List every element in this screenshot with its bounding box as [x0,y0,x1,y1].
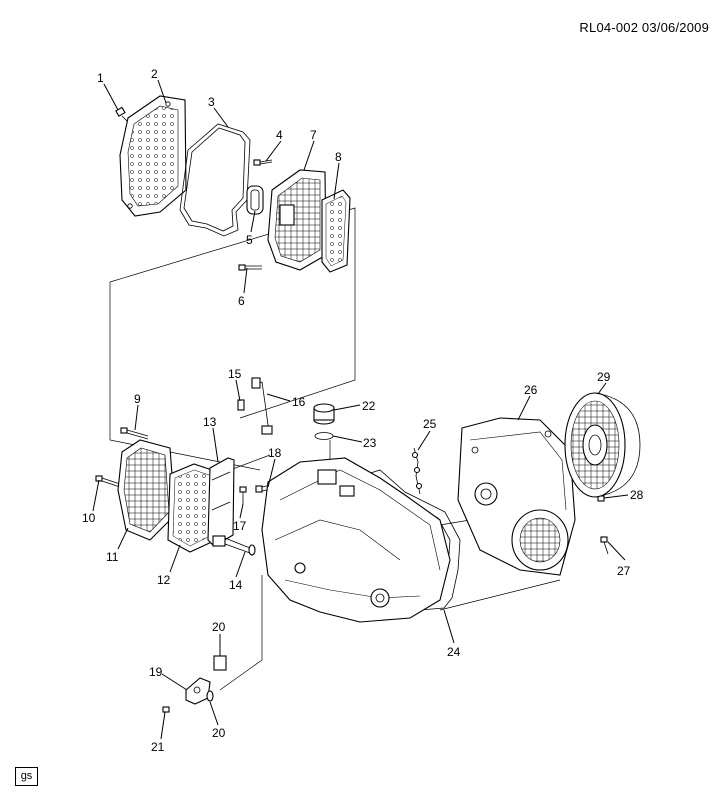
filter-part-22 [313,403,335,425]
valve-body-cover-part-2 [119,95,187,217]
callout-4: 4 [276,128,283,142]
callout-7: 7 [310,128,317,142]
callout-21: 21 [151,740,165,754]
callout-18: 18 [268,446,282,460]
control-valve-body-part-7 [267,169,327,271]
callout-22: 22 [362,399,376,413]
leader-lines [92,79,629,740]
bracket-part-13 [207,457,235,547]
callout-5: 5 [246,233,253,247]
cover-gasket-part-3 [179,123,251,237]
callout-11: 11 [106,550,119,564]
spacer-plate-part-12 [167,463,219,553]
seal-ring-part-23 [314,432,334,440]
bolt-part-4 [253,159,273,166]
transmission-case [261,457,451,623]
callout-23: 23 [363,436,377,450]
valve-body-assembly-part-11 [117,439,176,541]
bolt-part-17 [239,486,247,504]
connector-part-25 [411,447,423,495]
callout-24: 24 [447,645,461,659]
callout-15: 15 [228,367,242,381]
seal-part-5 [246,185,264,215]
bolt-part-9 [120,427,149,440]
callout-9: 9 [134,392,141,406]
callout-3: 3 [208,95,215,109]
tube-part-14 [212,535,256,556]
callout-2: 2 [151,67,158,81]
callout-17: 17 [233,519,247,533]
callout-16: 16 [292,395,306,409]
callout-labels: 1 2 3 4 5 6 7 8 9 10 11 12 13 14 15 16 1… [82,67,644,754]
callout-1: 1 [97,71,104,85]
sensor-part-19 [185,677,211,705]
callout-28: 28 [630,488,644,502]
diagram-reference-code: RL04-002 03/06/2009 [579,20,709,35]
callout-14: 14 [229,578,243,592]
callout-19: 19 [149,665,163,679]
bolt-part-27 [600,536,609,555]
callout-8: 8 [335,150,342,164]
bolt-part-6 [238,264,262,271]
spacer-plate-part-8 [321,189,351,273]
callout-13: 13 [203,415,217,429]
connector-part-20 [206,655,227,702]
gs-badge: gs [15,767,38,786]
callout-10: 10 [82,511,96,525]
sensor-part-15 [237,399,245,411]
callout-6: 6 [238,294,245,308]
wiring-harness-part-16 [251,377,273,435]
torque-converter-part-29 [564,392,641,498]
callout-27: 27 [617,564,631,578]
callout-29: 29 [597,370,611,384]
callout-20-upper: 20 [212,620,226,634]
converter-housing-part-26 [457,417,576,576]
callout-25: 25 [423,417,437,431]
callout-20-lower: 20 [212,726,226,740]
bolt-part-10 [95,475,121,488]
callout-26: 26 [524,383,538,397]
bolt-part-21 [162,706,170,713]
callout-12: 12 [157,573,171,587]
